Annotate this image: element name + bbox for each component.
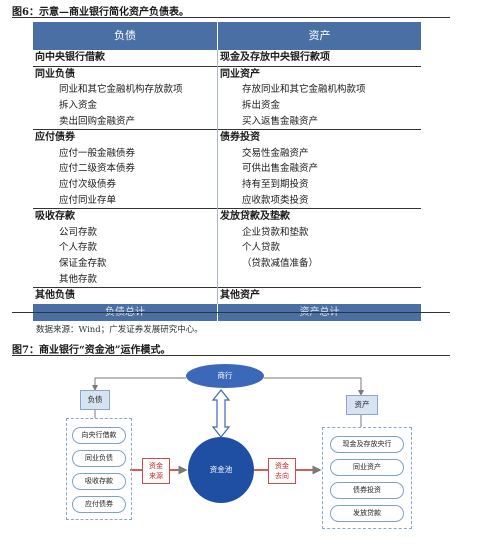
table-row: 保证金存款 （贷款减值准备） [33,255,421,272]
liability-cell: 应付同业存单 [33,192,218,209]
table-group-row: 应付债券债券投资 [33,128,421,146]
figure6-title: 图6：示意—商业银行简化资产负债表。 [12,7,189,18]
table-row: 应付同业存单 应收款项类投资 [33,192,421,209]
liability-cell: 应付债券 [33,128,218,146]
table-row: 同业和其它金融机构存放款项 存放同业和其它金融机构款项 [33,82,421,98]
asset-cell: 债券投资 [217,128,421,146]
liability-cell: 同业负债 [33,65,218,83]
asset-cell: 企业贷款和垫款 [242,226,309,238]
liability-item: 同业负债 [72,450,126,467]
liability-cell: 其他存款 [33,271,218,288]
figure6-source: 数据来源：Wind；广发证券发展研究中心。 [36,325,203,335]
asset-cell: 应收款项类投资 [242,194,309,206]
liability-cell: 应付二级资本债券 [33,161,218,177]
liability-cell: 向中央银行借款 [33,50,218,67]
double-arrow-bank-pool [211,389,231,438]
balance-sheet-table: 负债 资产 向中央银行借款现金及存放中央银行款项同业负债同业资产同业和其它金融机… [33,22,421,321]
asset-cell: 发放贷款及垫款 [217,207,421,225]
table-row: 应付二级资本债券 可供出售金融资产 [33,161,421,177]
liability-cell: 应付次级债券 [33,176,218,193]
liability-cell: 个人存款 [33,240,218,256]
asset-item: 现金及存放央行 [330,436,404,453]
asset-cell: 可供出售金融资产 [242,163,319,175]
asset-cell: 买入返售金融资产 [242,115,319,127]
asset-cell: 存放同业和其它金融机构款项 [242,84,366,96]
liability-cell: 其他负债 [33,286,218,304]
figure6-title-rule [12,17,450,18]
table-row: 个人存款 个人贷款 [33,240,421,256]
link-bank-to-assets [264,377,364,396]
asset-cell: 现金及存放中央银行款项 [220,52,330,64]
assets-header: 资产 [346,395,378,415]
table-header-row: 负债 资产 [33,22,421,50]
assets-frame [322,427,412,529]
fund-use-line1: 资金 [275,462,289,470]
table-group-row: 其他负债其他资产 [33,286,421,304]
asset-item: 同业资产 [330,459,404,476]
asset-cell: 同业资产 [217,65,421,83]
liability-cell: 应付一般金融债券 [33,145,218,162]
table-row: 公司存款 企业贷款和垫款 [33,224,421,241]
fund-pool-node: 资金池 [188,437,254,503]
table-group-row: 同业负债同业资产 [33,65,421,83]
liability-cell: 保证金存款 [33,255,218,272]
liability-cell: 拆入资金 [33,97,218,114]
asset-item: 债券投资 [330,482,404,499]
liability-cell: 吸收存款 [33,207,218,225]
fund-source-line2: 来源 [149,472,163,480]
fund-use-line2: 去向 [275,472,289,480]
asset-cell: 个人贷款 [242,242,281,254]
table-row: 应付一般金融债券 交易性金融资产 [33,145,421,162]
commercial-bank-node: 商行 [186,364,264,388]
asset-item: 发放贷款 [330,505,404,522]
fund-source-line1: 资金 [149,462,163,470]
liability-item: 吸收存款 [72,473,126,490]
liability-cell: 同业和其它金融机构存放款项 [33,82,218,98]
liability-item: 向央行借款 [72,427,126,444]
liabilities-header: 负债 [80,390,110,410]
asset-cell: 其他资产 [217,286,421,304]
header-assets: 资产 [217,22,421,50]
liability-item: 应付债券 [72,496,126,513]
header-liabilities: 负债 [33,22,218,50]
table-group-row: 向中央银行借款现金及存放中央银行款项 [33,50,421,67]
asset-cell: 拆出资金 [242,100,281,112]
table-row: 应付次级债券 持有至到期投资 [33,176,421,193]
asset-cell: 交易性金融资产 [242,147,309,159]
figure6-bottom-rule [12,312,450,313]
liability-cell: 公司存款 [33,224,218,241]
asset-cell: 持有至到期投资 [242,179,309,191]
table-group-row: 吸收存款发放贷款及垫款 [33,207,421,225]
liabilities-frame [66,418,132,520]
fund-source-box: 资金 来源 [142,458,170,484]
table-row: 其他存款 [33,271,421,288]
table-row: 拆入资金 拆出资金 [33,97,421,114]
figure7-title: 图7：商业银行“资金池”运作模式。 [12,345,171,356]
fund-use-box: 资金 去向 [268,458,296,484]
liability-cell: 卖出回购金融资产 [33,113,218,130]
table-row: 卖出回购金融资产 买入返售金融资产 [33,113,421,130]
asset-cell: （贷款减值准备） [242,258,319,270]
figure7-title-rule [12,355,450,356]
link-bank-to-liabilities [92,377,186,391]
